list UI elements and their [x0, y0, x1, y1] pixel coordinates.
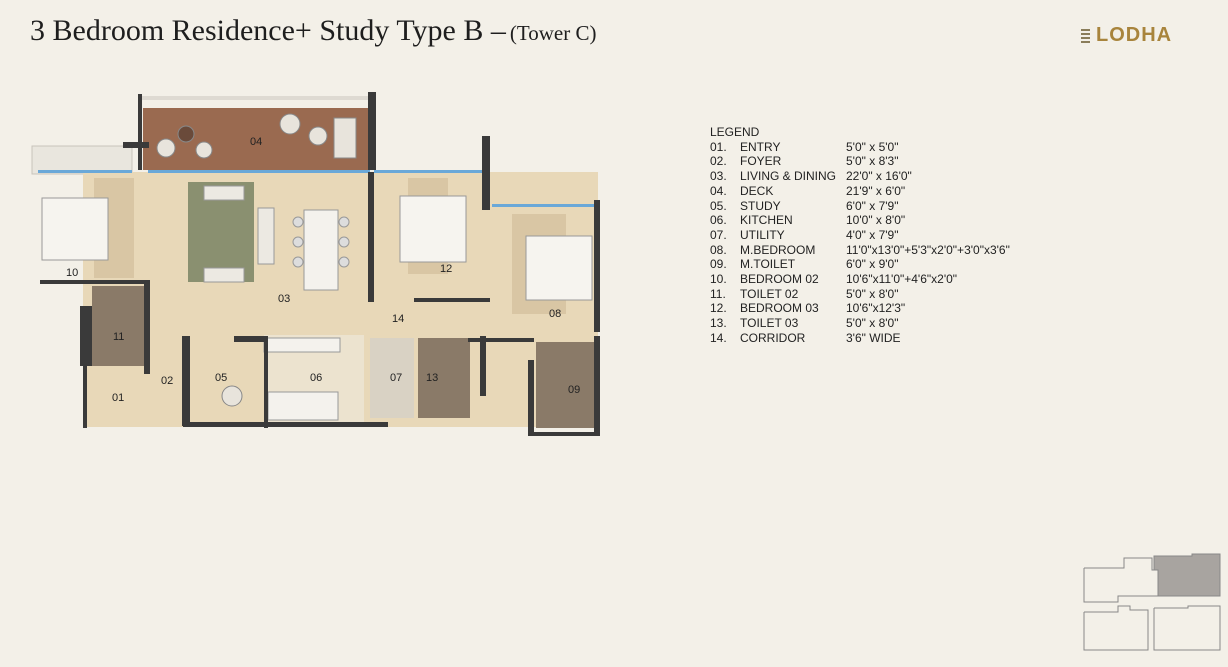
window-bedroom-03: [374, 170, 484, 173]
sofa-bottom: [203, 267, 245, 283]
deck-chair: [156, 138, 176, 158]
room-label-05: 05: [215, 372, 227, 384]
title-main: 3 Bedroom Residence+ Study Type B –: [30, 14, 506, 47]
floor-plan: 01 02 03 04 05 06 07 08 09 10 11 12 13 1…: [31, 92, 600, 436]
room-label-07: 07: [390, 372, 402, 384]
room-label-12: 12: [440, 263, 452, 275]
legend-heading: LEGEND: [710, 125, 760, 139]
room-label-06: 06: [310, 372, 322, 384]
dining-chair: [338, 256, 350, 268]
balcony-ledge-left: [31, 145, 133, 175]
room-label-14: 14: [392, 313, 404, 325]
deck-chair: [279, 113, 301, 135]
deck-table: [308, 126, 328, 146]
title-sub: (Tower C): [509, 21, 597, 45]
window-living: [148, 170, 370, 173]
room-label-04: 04: [250, 136, 262, 148]
room-label-08: 08: [549, 308, 561, 320]
window-bedroom-02: [38, 170, 132, 173]
toilet-03: [418, 338, 470, 418]
deck-chair: [195, 141, 213, 159]
sofa-top: [203, 185, 245, 201]
toilet-02: [92, 286, 144, 366]
dining-chair: [292, 256, 304, 268]
room-label-09: 09: [568, 384, 580, 396]
brand-name: LODHA: [1096, 24, 1173, 46]
deck-table: [177, 125, 195, 143]
logo-bars-icon: [1081, 28, 1090, 43]
dining-table: [303, 209, 339, 291]
dining-chair: [338, 216, 350, 228]
room-label-02: 02: [161, 375, 173, 387]
dining-chair: [292, 216, 304, 228]
walls: [40, 92, 600, 436]
deck-railing: [138, 96, 374, 100]
sofa-side: [257, 207, 275, 265]
study-chair: [221, 385, 243, 407]
brand-logo: LODHA: [1081, 24, 1172, 47]
page-title: 3 Bedroom Residence+ Study Type B – (Tow…: [30, 14, 596, 48]
bed-bedroom-02: [41, 197, 109, 261]
bed-bedroom-03: [399, 195, 467, 263]
utility-floor: [370, 338, 414, 418]
kitchen-counter-top: [263, 337, 341, 353]
room-label-11: 11: [113, 331, 124, 343]
window-master: [492, 204, 596, 207]
master-toilet: [536, 342, 594, 428]
room-label-01: 01: [112, 392, 124, 404]
keyplan-highlight: [1153, 553, 1221, 597]
room-label-10: 10: [66, 267, 78, 279]
dining-chair: [338, 236, 350, 248]
kitchen-counter-bottom: [267, 391, 339, 421]
room-label-13: 13: [426, 372, 438, 384]
key-plan: [1083, 553, 1221, 651]
bed-master: [525, 235, 593, 301]
deck-sofa: [333, 117, 357, 159]
room-label-03: 03: [278, 293, 290, 305]
dining-chair: [292, 236, 304, 248]
